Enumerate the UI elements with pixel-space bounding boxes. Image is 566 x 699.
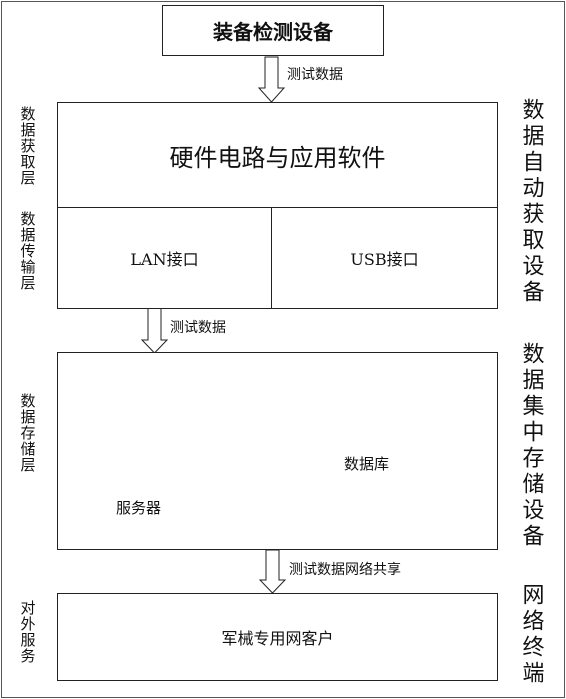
- transfer-layer-text: 数据传输层: [18, 211, 37, 291]
- network-terminal-label: 网络终端: [514, 583, 548, 687]
- down-arrow-2: [140, 307, 169, 354]
- usb-interface-label: USB接口: [350, 250, 419, 269]
- database-label: 数据库: [344, 455, 390, 473]
- storage-block: [57, 352, 498, 550]
- usb-interface-cell: USB接口: [272, 208, 497, 308]
- ordnance-network-client-label: 军械专用网客户: [221, 629, 334, 648]
- network-terminal-text: 网络终端: [518, 583, 544, 687]
- hardware-block: 硬件电路与应用软件 LAN接口 USB接口: [57, 102, 498, 309]
- down-arrow-3: [258, 549, 287, 594]
- ordnance-network-client-box: 军械专用网客户: [57, 593, 498, 681]
- service-label: 对外服务: [17, 600, 37, 664]
- auto-acquire-device-text: 数据自动获取设备: [518, 98, 544, 306]
- lan-interface-cell: LAN接口: [58, 208, 271, 308]
- central-storage-device-label: 数据集中存储设备: [514, 342, 548, 550]
- acquire-layer-label: 数据获取层: [17, 106, 37, 186]
- block1-vertical-divider: [271, 207, 272, 308]
- equipment-test-device-box: 装备检测设备: [162, 5, 384, 56]
- central-storage-device-text: 数据集中存储设备: [518, 342, 544, 550]
- hardware-software-header: 硬件电路与应用软件: [58, 103, 497, 207]
- store-layer-text: 数据存储层: [18, 393, 37, 473]
- acquire-layer-text: 数据获取层: [18, 106, 37, 186]
- transfer-layer-label: 数据传输层: [17, 211, 37, 291]
- arrow2-label: 测试数据: [170, 320, 226, 336]
- block1-divider: [58, 207, 497, 208]
- equipment-test-device-label: 装备检测设备: [213, 20, 333, 44]
- store-layer-label: 数据存储层: [17, 393, 37, 473]
- down-arrow-1: [257, 56, 286, 103]
- service-text: 对外服务: [18, 600, 37, 664]
- arrow1-label: 测试数据: [287, 67, 343, 83]
- auto-acquire-device-label: 数据自动获取设备: [514, 98, 548, 306]
- lan-interface-label: LAN接口: [130, 250, 199, 269]
- hardware-software-label: 硬件电路与应用软件: [169, 143, 386, 172]
- server-label: 服务器: [116, 499, 162, 517]
- arrow3-label: 测试数据网络共享: [289, 562, 401, 578]
